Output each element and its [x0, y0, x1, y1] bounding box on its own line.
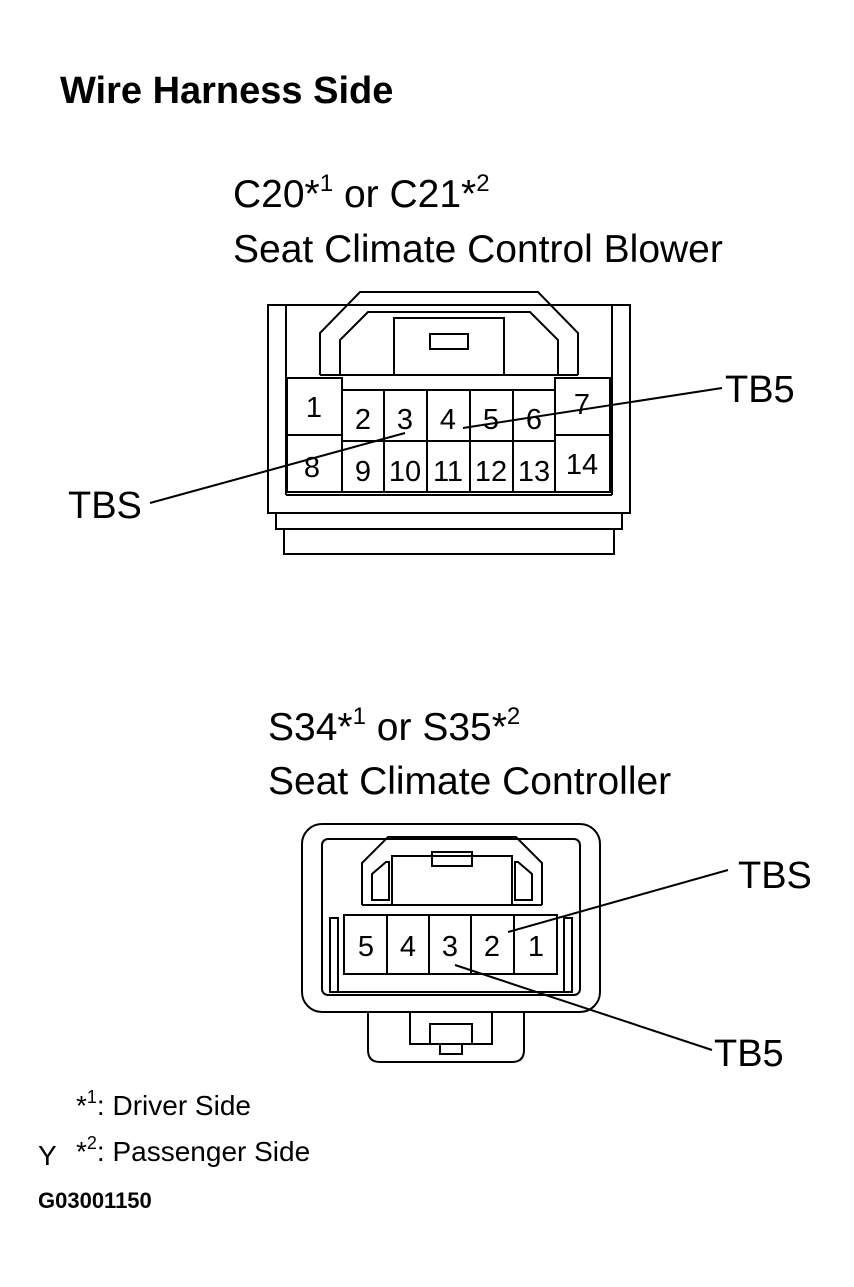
connector1-id-line: C20*1 or C21*2 — [233, 172, 490, 216]
connector2-leader-tb5 — [454, 964, 713, 1051]
connector2-id-b: S35* — [422, 706, 507, 749]
connector2-pin-label: 2 — [484, 931, 500, 963]
connector2-inner-frame — [321, 838, 581, 996]
connector1-pin-label: 10 — [389, 456, 421, 488]
connector2-side-rib-right — [563, 917, 573, 993]
connector1-pin-label: 11 — [433, 456, 463, 488]
connector1-pin-label: 2 — [355, 404, 371, 436]
connector1-label-tbs: TBS — [68, 485, 142, 527]
connector2-lock-inner — [391, 855, 513, 905]
figure-code: G03001150 — [38, 1188, 152, 1213]
connector2-cavity-row — [343, 914, 558, 975]
connector1-pins: 1 2 3 4 5 6 7 8 9 10 11 12 13 14 — [304, 389, 598, 488]
connector2-side-rib-left — [329, 917, 339, 993]
connector1-lock-outer — [319, 291, 579, 375]
connector1-lock-inner — [339, 311, 559, 375]
connector2-bottom-latch-foot — [439, 1043, 463, 1055]
connector1-leader-tb5 — [462, 387, 723, 429]
connector2-sup-a: 1 — [352, 703, 366, 730]
connector2-label-tbs: TBS — [738, 855, 812, 897]
connector2-name: Seat Climate Controller — [268, 760, 672, 803]
connector1-housing — [267, 291, 631, 555]
footnote-driver-star: * — [76, 1090, 87, 1121]
connector2-pin-label: 5 — [358, 931, 374, 963]
connector2-bottom-tab — [367, 1012, 525, 1063]
footnote-passenger: *2: Passenger Side — [76, 1134, 311, 1167]
connector2-bottom-latch — [429, 1023, 473, 1045]
connector1-pin-label: 9 — [355, 456, 371, 488]
connector1-pin-label: 4 — [440, 404, 456, 436]
connector2-id-a: S34* — [268, 706, 353, 749]
connector1-pin-label: 13 — [518, 456, 550, 488]
connector1-pin-label: 14 — [566, 449, 598, 481]
footnote-passenger-sup: 2 — [86, 1133, 97, 1153]
connector1-lower-step — [275, 512, 623, 530]
connector1-label-tb5: TB5 — [725, 369, 795, 411]
connector2-pin-label: 1 — [528, 931, 544, 963]
connector1-sup-b: 2 — [476, 170, 490, 197]
connector2-lock-outer — [361, 836, 543, 905]
connector2-or: or — [376, 706, 412, 749]
connector1-sup-a: 1 — [319, 170, 334, 197]
page-title: Wire Harness Side — [60, 70, 394, 112]
connector1-pin-label: 7 — [574, 389, 590, 421]
connector2-bottom-tab-inner — [409, 1012, 493, 1045]
footnote-driver-sup: 1 — [86, 1087, 97, 1107]
connector1-pin-label: 3 — [397, 404, 413, 436]
connector1-pin-label: 6 — [526, 404, 542, 436]
connector2-pin-label: 3 — [442, 931, 458, 963]
connector2-pin-label: 4 — [400, 931, 416, 963]
connector1-name: Seat Climate Control Blower — [233, 228, 723, 271]
connector2-pins: 5 4 3 2 1 — [358, 931, 544, 963]
connector1-id-a: C20* — [233, 173, 320, 216]
connector1-lower-mid-row — [341, 440, 556, 493]
footnote-passenger-text: : Passenger Side — [96, 1136, 311, 1167]
connector2-lock-tab — [431, 851, 473, 867]
footnote-driver: *1: Driver Side — [76, 1088, 251, 1121]
connector1-base — [283, 528, 615, 555]
connector1-pin-label: 12 — [475, 456, 507, 488]
connector2-leader-tbs — [507, 869, 729, 933]
connector2-label-tb5: TB5 — [714, 1033, 784, 1075]
connector2-id-line: S34*1 or S35*2 — [268, 705, 520, 749]
connector1-or: or — [343, 173, 379, 216]
footnote-mark-y: Y — [38, 1140, 57, 1171]
connector1-leader-tbs — [149, 432, 406, 504]
connector1-pin-label: 5 — [483, 404, 499, 436]
connector1-pin-label: 1 — [306, 392, 322, 424]
footnote-passenger-star: * — [76, 1136, 87, 1167]
connector2-outer-frame — [301, 823, 601, 1013]
connector1-lock-window — [393, 317, 505, 375]
footnote-driver-text: : Driver Side — [96, 1090, 251, 1121]
connector2-lock-left-latch — [371, 861, 390, 901]
connector2-sup-b: 2 — [506, 703, 521, 730]
connector1-id-b: C21* — [389, 173, 477, 216]
connector2-housing — [301, 823, 601, 1063]
connector2-lock-right-latch — [514, 861, 533, 901]
connector1-lock-tab — [429, 333, 469, 350]
